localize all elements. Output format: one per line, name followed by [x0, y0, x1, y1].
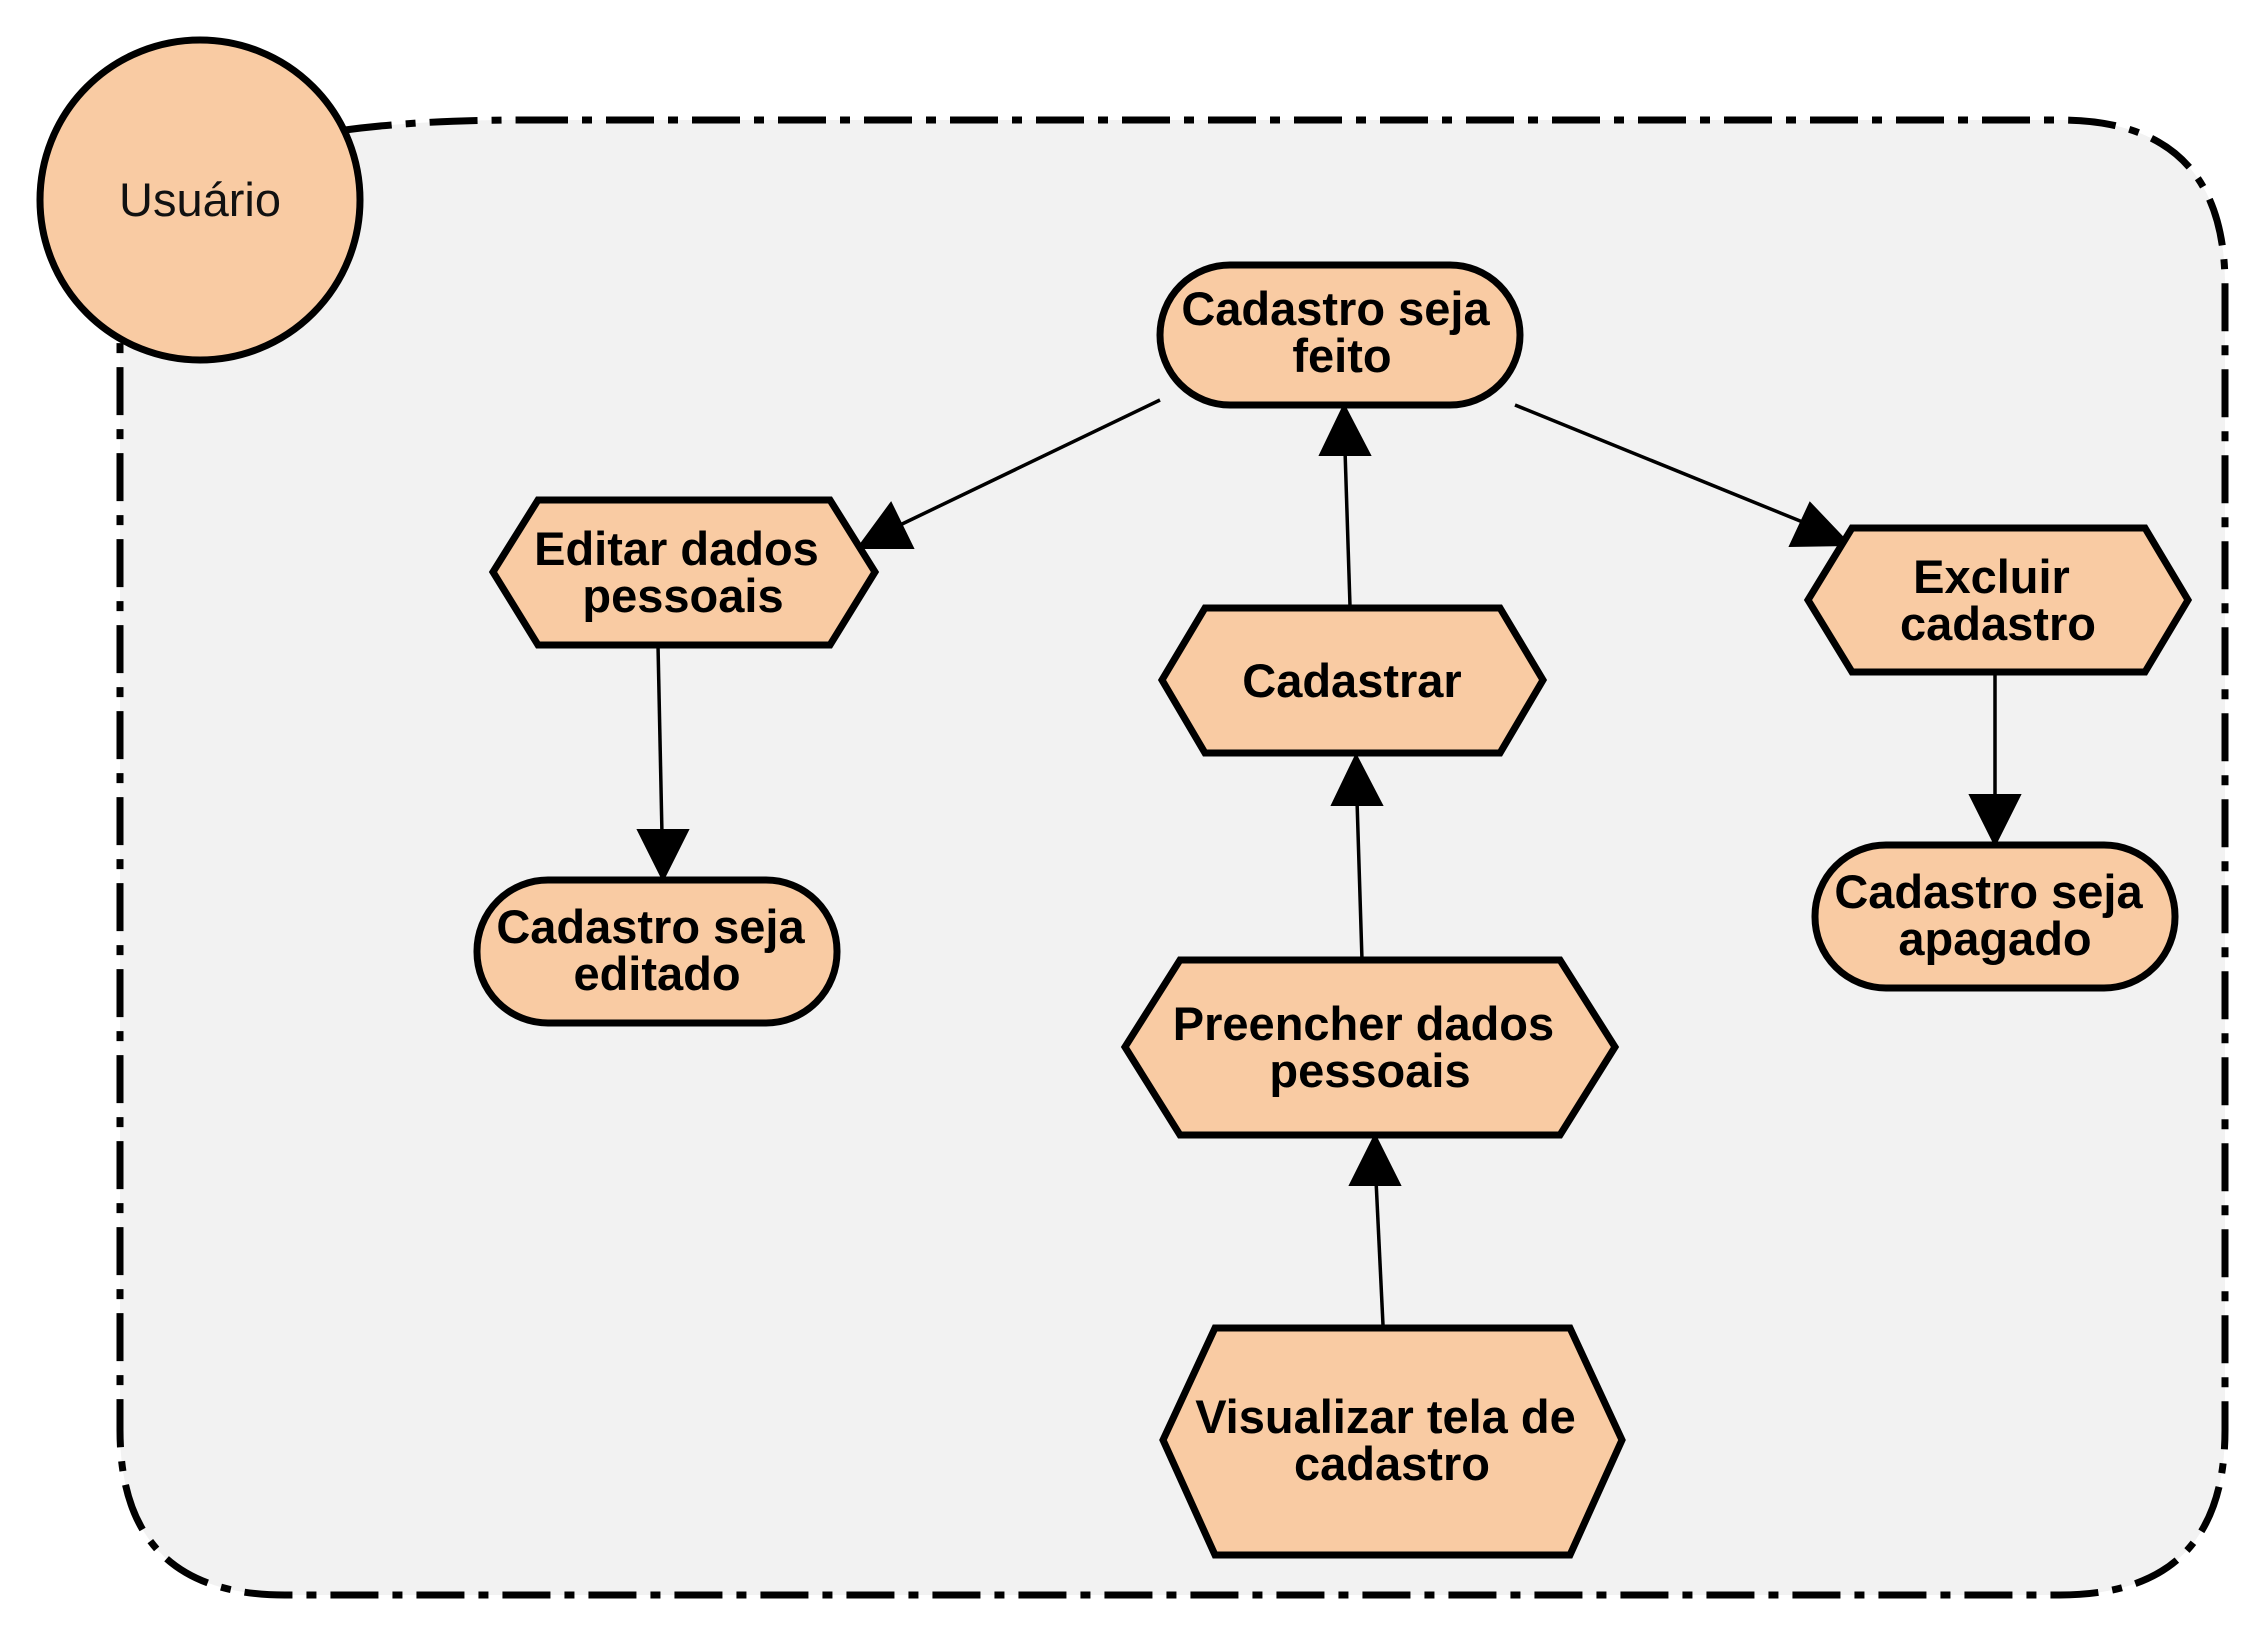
arrowhead-preencher	[1348, 1132, 1402, 1186]
hexagon-shape	[488, 496, 880, 649]
arrowhead-editado	[636, 829, 690, 883]
terminal-shape	[1156, 261, 1524, 409]
arrowhead-editar	[856, 501, 915, 549]
terminal-shape	[473, 876, 841, 1027]
node-editar-dados-pessoais: Editar dados pessoais	[488, 496, 880, 649]
node-cadastrar: Cadastrar	[1157, 604, 1548, 757]
node-cadastro-seja-editado: Cadastro seja editado	[473, 876, 841, 1027]
node-label: Cadastrar	[1242, 654, 1461, 707]
node-label: Cadastro seja editado	[496, 900, 817, 1000]
edge-feito-to-editar	[899, 398, 1161, 527]
actor-label: Usuário	[119, 173, 281, 226]
hexagon-shape	[1803, 524, 2193, 676]
node-label: Cadastro seja apagado	[1834, 865, 2155, 965]
actor-usuario: Usuário	[36, 36, 364, 364]
node-label: Visualizar tela de cadastro	[1195, 1390, 1589, 1490]
hexagon-shape	[1120, 956, 1620, 1139]
node-visualizar-tela-de-cadastro: Visualizar tela de cadastro	[1159, 1324, 1626, 1559]
hexagon-shape	[1157, 604, 1548, 757]
node-label: Preencher dados pessoais	[1173, 997, 1567, 1097]
node-label: Excluir cadastro	[1900, 550, 2096, 650]
edge-preencher-to-cadastrar	[1355, 799, 1364, 961]
node-label: Cadastro seja feito	[1181, 282, 1502, 382]
node-cadastro-seja-feito: Cadastro seja feito	[1156, 261, 1524, 409]
actor-circle	[36, 36, 364, 364]
arrowhead-apagado	[1968, 794, 2022, 848]
terminal-shape	[1811, 841, 2179, 992]
arrowhead-cadastrar	[1330, 752, 1384, 806]
node-preencher-dados-pessoais: Preencher dados pessoais	[1120, 956, 1620, 1139]
node-cadastro-seja-apagado: Cadastro seja apagado	[1811, 841, 2179, 992]
hexagon-shape	[1159, 1324, 1626, 1559]
arrowhead-excluir	[1788, 501, 1853, 548]
edge-visualizar-to-preencher	[1374, 1179, 1385, 1326]
edge-cadastrar-to-feito	[1343, 449, 1352, 607]
edge-feito-to-excluir	[1514, 403, 1811, 527]
edges	[636, 398, 2022, 1326]
node-label: Editar dados pessoais	[534, 522, 832, 622]
arrowhead-feito	[1318, 402, 1372, 456]
edge-editar-to-editado	[656, 644, 664, 836]
node-excluir-cadastro: Excluir cadastro	[1803, 524, 2193, 676]
